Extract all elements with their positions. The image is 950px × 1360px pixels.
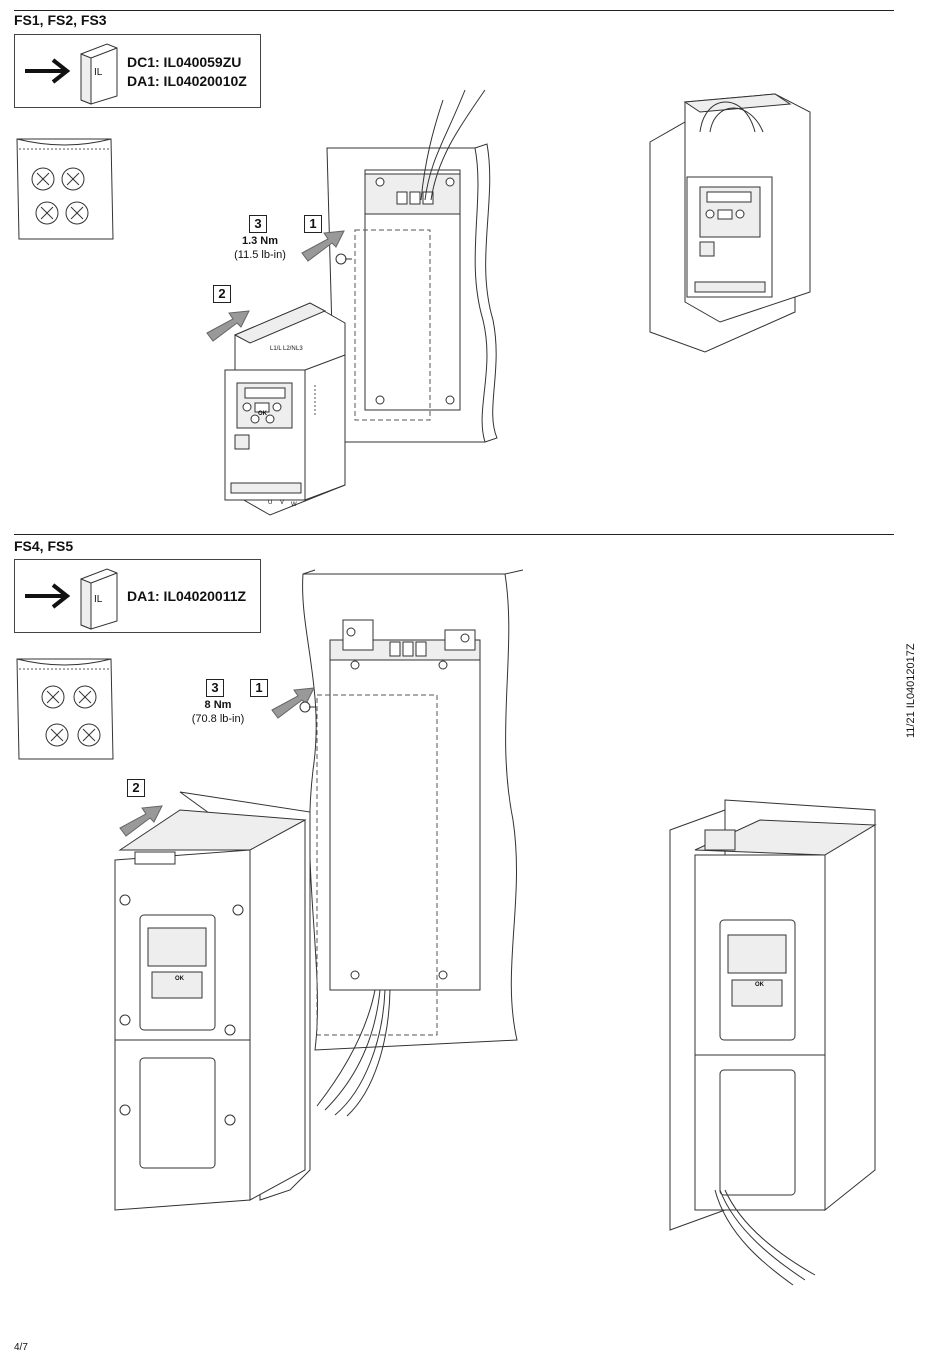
section-title-fs4-fs5: FS4, FS5 bbox=[14, 538, 74, 554]
reference-dc1: DC1: IL040059ZU bbox=[127, 54, 242, 70]
terminal-label-w: W bbox=[291, 502, 297, 508]
step-1-badge: 1 bbox=[250, 679, 268, 697]
push-arrow-icon bbox=[301, 230, 345, 262]
push-arrow-icon bbox=[271, 687, 315, 719]
reference-da1: DA1: IL04020011Z bbox=[127, 588, 247, 604]
screw-icon bbox=[299, 701, 316, 713]
document-id: 11/21 IL04012017Z bbox=[905, 643, 917, 738]
torque-value: 1.3 Nm (11.5 lb-in) bbox=[220, 234, 300, 262]
screw-bag-image bbox=[16, 658, 114, 760]
screw-bag-image bbox=[16, 138, 114, 240]
step-3-badge: 3 bbox=[206, 679, 224, 697]
assembled-drive-large-illustration bbox=[669, 799, 877, 1286]
screw-icon bbox=[335, 253, 352, 265]
section-rule bbox=[14, 10, 894, 11]
torque-lbin: (11.5 lb-in) bbox=[234, 249, 286, 261]
keypad-ok-label: OK bbox=[755, 982, 764, 988]
reference-da1: DA1: IL04020010Z bbox=[127, 73, 247, 89]
section-title-fs1-fs3: FS1, FS2, FS3 bbox=[14, 12, 107, 28]
book-label: IL bbox=[94, 67, 103, 78]
terminal-label-u: U bbox=[268, 500, 273, 506]
torque-lbin: (70.8 lb-in) bbox=[191, 713, 245, 725]
manual-book-icon bbox=[80, 568, 118, 630]
terminal-label-l3: L3 bbox=[296, 346, 303, 352]
torque-nm: 8 Nm bbox=[204, 699, 232, 711]
keypad-ok-label: OK bbox=[258, 411, 267, 417]
push-arrow-icon bbox=[119, 805, 163, 837]
section-rule bbox=[14, 534, 894, 535]
step-2-badge: 2 bbox=[127, 779, 145, 797]
step-3-badge: 3 bbox=[249, 215, 267, 233]
arrow-right-icon bbox=[25, 583, 71, 609]
assembled-drive-small-illustration bbox=[649, 93, 811, 353]
terminal-label-l2: L2/N bbox=[283, 346, 296, 352]
manual-reference-box: IL DC1: IL040059ZU DA1: IL04020010Z bbox=[14, 34, 261, 108]
terminal-label-l1: L1/L bbox=[270, 346, 282, 352]
frequency-inverter-small-illustration bbox=[224, 302, 346, 516]
frequency-inverter-large-illustration bbox=[114, 791, 311, 1211]
push-arrow-icon bbox=[206, 310, 250, 342]
torque-nm: 1.3 Nm bbox=[241, 235, 279, 247]
page-number: 4/7 bbox=[14, 1342, 28, 1353]
keypad-ok-label: OK bbox=[175, 976, 184, 982]
wall-with-filter-illustration bbox=[302, 569, 524, 1117]
step-1-badge: 1 bbox=[304, 215, 322, 233]
manual-book-icon bbox=[80, 43, 118, 105]
terminal-label-v: V bbox=[280, 500, 285, 506]
step-2-badge: 2 bbox=[213, 285, 231, 303]
book-label: IL bbox=[94, 594, 103, 605]
torque-value: 8 Nm (70.8 lb-in) bbox=[178, 698, 258, 726]
arrow-right-icon bbox=[25, 58, 71, 84]
wall-with-filter-illustration bbox=[326, 89, 498, 443]
manual-reference-box: IL DA1: IL04020011Z bbox=[14, 559, 261, 633]
